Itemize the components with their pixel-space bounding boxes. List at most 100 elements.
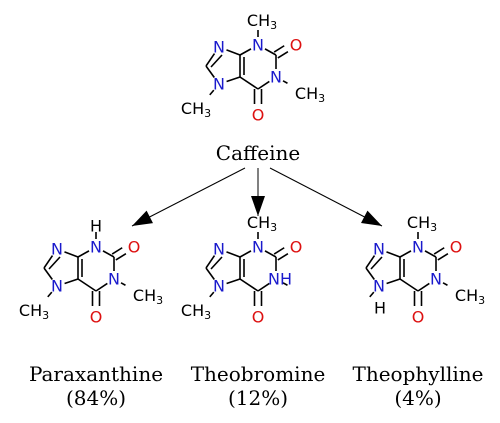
arrowhead: [361, 210, 382, 226]
methyl-group: CH3: [181, 301, 211, 322]
paraxanthine-percent: (84%): [66, 386, 126, 410]
nitrogen-atom: N: [252, 36, 264, 55]
nitrogen-atom: NH: [268, 270, 292, 289]
bond-line: [205, 65, 215, 78]
bond-line: [209, 89, 215, 96]
bond-line: [386, 278, 401, 285]
bond-line: [239, 250, 252, 258]
bond-line: [437, 252, 449, 261]
theobromine-percent: (12%): [228, 386, 288, 410]
bond-line: [226, 278, 241, 285]
arrow-to-theophylline: [269, 167, 383, 227]
methyl-group: CH3: [133, 286, 163, 307]
paraxanthine-label: Paraxanthine: [29, 362, 163, 386]
bond-line: [399, 250, 412, 258]
nitrogen-atom: N: [213, 75, 225, 94]
nitrogen-atom: N: [412, 238, 424, 257]
nitrogen-atom: N: [430, 270, 442, 289]
bond-line: [209, 291, 215, 298]
nitrogen-atom: N: [213, 277, 225, 296]
caffeine-label: Caffeine: [216, 141, 300, 165]
bond-line: [115, 252, 127, 261]
bond-line: [120, 282, 126, 286]
oxygen-atom: O: [252, 106, 265, 125]
arrow-to-paraxanthine: [131, 167, 246, 227]
bond-line: [210, 256, 223, 270]
nitrogen-atom: N: [270, 68, 282, 87]
bond-line: [205, 267, 215, 280]
bond-line: [226, 49, 241, 56]
bond-line: [111, 247, 123, 255]
bond-line: [205, 255, 216, 269]
nitrogen-atom: N: [51, 277, 63, 296]
methyl-group: CH3: [181, 99, 211, 120]
bond-line: [77, 278, 97, 292]
bond-line: [417, 282, 430, 292]
arrowhead: [132, 210, 153, 226]
bond-line: [239, 76, 259, 90]
bond-line: [64, 278, 79, 285]
oxygen-atom: O: [252, 308, 265, 327]
oxygen-atom: O: [450, 238, 463, 257]
methyl-group: CH3: [247, 213, 277, 234]
bond-line: [369, 291, 375, 298]
bond-line: [210, 54, 223, 68]
bond-line: [442, 282, 448, 286]
bond-line: [365, 255, 376, 269]
oxygen-atom: O: [412, 308, 425, 327]
bond-line: [95, 282, 108, 292]
theobromine-label: Theobromine: [191, 362, 326, 386]
bond-line: [282, 80, 288, 84]
bond-line: [77, 250, 90, 258]
bond-line: [47, 291, 53, 298]
bond-line: [102, 250, 115, 258]
bond-line: [226, 76, 241, 83]
arrowhead: [251, 196, 265, 216]
bond-line: [277, 252, 289, 261]
nitrogen-atom: N: [252, 238, 264, 257]
nitrogen-atom: N: [373, 277, 385, 296]
nitrogen-atom: N: [213, 38, 225, 57]
metabolism-arrows: [131, 167, 383, 227]
bond-line: [399, 278, 419, 292]
bond-line: [282, 282, 288, 286]
bond-line: [365, 267, 375, 280]
bond-line: [264, 48, 277, 56]
bond-line: [257, 282, 270, 292]
bond-line: [64, 251, 79, 258]
methyl-group: CH3: [455, 286, 485, 307]
bond-line: [273, 247, 285, 255]
oxygen-atom: O: [90, 308, 103, 327]
nitrogen-atom: N: [90, 238, 102, 257]
oxygen-atom: O: [290, 238, 303, 257]
bond-line: [273, 45, 285, 53]
hydrogen-atom: H: [90, 217, 102, 236]
bond-line: [48, 256, 61, 270]
bond-line: [424, 250, 437, 258]
bond-line: [433, 247, 445, 255]
bond-line: [43, 255, 54, 269]
methyl-group: CH3: [247, 11, 277, 32]
bond-line: [277, 50, 289, 59]
methyl-group: CH3: [295, 84, 325, 105]
nitrogen-atom: N: [108, 270, 120, 289]
bond-line: [205, 53, 216, 67]
nitrogen-atom: N: [213, 240, 225, 259]
oxygen-atom: O: [290, 36, 303, 55]
bond-line: [370, 256, 383, 270]
methyl-group: CH3: [19, 301, 49, 322]
hydrogen-atom: H: [374, 299, 386, 318]
theophylline-label: Theophylline: [353, 362, 484, 386]
bond-line: [239, 48, 252, 56]
oxygen-atom: O: [128, 238, 141, 257]
bond-line: [386, 251, 401, 258]
theophylline-percent: (4%): [394, 386, 441, 410]
bond-line: [239, 278, 259, 292]
nitrogen-atom: N: [51, 240, 63, 259]
bond-line: [43, 267, 53, 280]
